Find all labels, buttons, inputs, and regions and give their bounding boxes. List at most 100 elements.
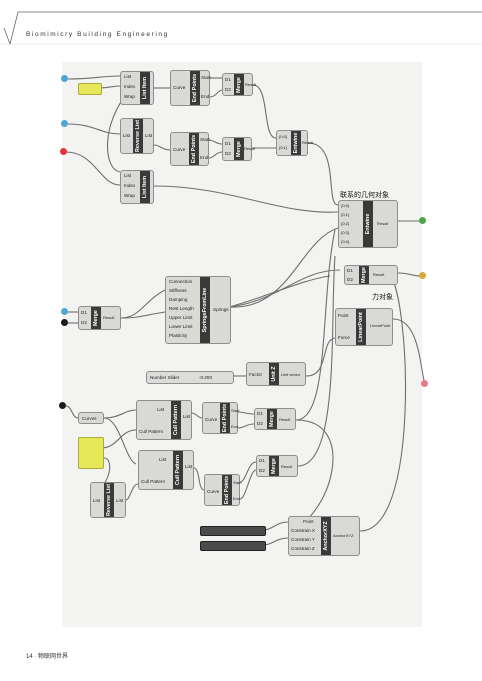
port-label: D2	[225, 151, 231, 156]
port-label: List	[116, 498, 124, 503]
component-title-bar: Reverse List	[104, 483, 114, 517]
port-label: Start	[201, 75, 211, 80]
port-label: Unit vector	[281, 372, 301, 377]
port-label: D1	[347, 268, 353, 273]
port-label: Lower Limit	[169, 324, 193, 329]
red-input-dot[interactable]	[60, 148, 67, 155]
linear-point-component[interactable]: Point Force LinearPoint LinearPoint	[335, 308, 393, 346]
component-title: End Points	[191, 134, 197, 164]
entwine-component[interactable]: {0;0} {0;1} {0;2} {0;3} {0;4} Entwine Re…	[338, 200, 398, 248]
port-label: Springs	[213, 307, 229, 312]
component-title: LinearPoint	[358, 312, 364, 342]
blue-input-dot[interactable]	[61, 75, 68, 82]
port-label: Start	[233, 480, 242, 485]
port-label: Index	[124, 84, 136, 89]
yellow-panel[interactable]	[78, 437, 104, 469]
port-label: Plasticity	[169, 333, 188, 338]
component-title: List Item	[142, 175, 148, 199]
boolean-toggle-y[interactable]	[200, 541, 266, 551]
port-label: {0;1}	[279, 145, 288, 150]
port-label: D1	[225, 141, 231, 146]
black-input-dot[interactable]	[59, 402, 66, 409]
springs-component[interactable]: Connection Stiffness Damping Rest Length…	[165, 276, 231, 344]
port-label: {0;2}	[341, 221, 350, 226]
boolean-toggle-x[interactable]	[200, 526, 266, 536]
merge-component[interactable]: D1 D2 Merge Result	[254, 408, 296, 430]
reverse-list-component[interactable]: List Reverse List List	[90, 482, 126, 518]
gold-output-dot[interactable]	[419, 272, 426, 279]
port-label: End	[231, 424, 239, 429]
port-label: D1	[259, 458, 265, 463]
port-label: Result	[281, 464, 293, 469]
port-label: Result	[103, 315, 115, 320]
end-points-component[interactable]: Curve End Points Start End	[204, 474, 242, 506]
port-label: List	[145, 133, 153, 138]
blue-input-dot[interactable]	[61, 120, 68, 127]
port-label: List	[183, 414, 191, 419]
port-label: D2	[81, 320, 87, 325]
merge-component[interactable]: D1 D2 Merge Result	[222, 137, 255, 161]
yellow-panel[interactable]	[78, 83, 102, 95]
component-title-bar: End Points	[189, 133, 199, 165]
header-title: Biomimicry Building Engineering	[26, 31, 169, 38]
port-label: Rest Length	[169, 306, 194, 311]
component-title: AnchorXYZ	[323, 521, 329, 551]
blue-input-dot[interactable]	[61, 308, 68, 315]
port-label: Point	[303, 519, 314, 524]
port-label: Stiffness	[169, 288, 187, 293]
annotation-force: 力对象	[372, 293, 393, 301]
port-label: Point	[338, 313, 349, 318]
anchor-xyz-component[interactable]: Point Constrain X Constrain Y Constrain …	[288, 516, 360, 556]
list-item-component[interactable]: List Index Wrap List Item	[120, 71, 154, 105]
green-output-dot[interactable]	[419, 217, 426, 224]
port-label: Result	[377, 221, 389, 226]
component-title-bar: End Points	[222, 475, 232, 505]
component-title-bar: Reverse List	[133, 119, 143, 153]
port-label: Wrap	[124, 94, 135, 99]
component-title: Merge	[361, 267, 367, 283]
reverse-list-component[interactable]: List Reverse List List	[120, 118, 154, 154]
component-title: Cull Pattern	[173, 404, 179, 436]
merge-component[interactable]: D1 D2 Merge Result	[222, 73, 256, 96]
component-title-bar: Entwine	[291, 131, 301, 155]
port-label: Constrain Y	[291, 537, 315, 542]
black-input-dot[interactable]	[61, 319, 68, 326]
cull-pattern-component[interactable]: List Cull Pattern Cull Pattern List	[138, 450, 194, 490]
component-title-bar: List Item	[140, 171, 150, 203]
end-points-component[interactable]: Curve End Points Start End	[170, 70, 211, 106]
pink-output-dot[interactable]	[421, 380, 428, 387]
merge-component[interactable]: D1 D2 Merge Result	[344, 265, 398, 285]
merge-component[interactable]: D1 D2 Merge Result	[256, 455, 298, 477]
port-label: D2	[225, 87, 231, 92]
merge-component[interactable]: D1 D2 Merge Result	[78, 306, 121, 330]
list-item-component[interactable]: List Index Wrap List Item	[120, 170, 154, 204]
number-slider[interactable]: Number Slider -0.200	[146, 371, 234, 384]
annotation-geometry: 联系的几何对象	[340, 191, 389, 199]
port-label: D1	[225, 77, 231, 82]
component-title-bar: Merge	[269, 456, 279, 476]
component-title-bar: End Points	[220, 403, 230, 433]
port-label: Curve	[205, 417, 218, 422]
component-title-bar: AnchorXYZ	[321, 517, 331, 555]
component-title-bar: LinearPoint	[356, 309, 366, 345]
component-title-bar: SpringsFromLine	[200, 277, 210, 343]
component-title-bar: Merge	[91, 307, 101, 329]
component-title: Entwine	[293, 132, 299, 154]
header-logo-icon	[0, 11, 482, 46]
port-label: List	[124, 173, 132, 178]
component-title-bar: Merge	[234, 138, 244, 160]
entwine-component[interactable]: {0;0} {0;1} Entwine Result	[276, 130, 313, 156]
curve-param-component[interactable]: Curves	[78, 412, 104, 424]
component-title: Cull Pattern	[175, 454, 181, 486]
port-label: Wrap	[124, 193, 135, 198]
end-points-component[interactable]: Curve End Points Start End	[170, 132, 210, 166]
port-label: Constrain X	[291, 528, 316, 533]
port-label: D2	[347, 277, 353, 282]
component-title-bar: Cull Pattern	[171, 401, 181, 439]
cull-pattern-component[interactable]: List Cull Pattern Cull Pattern List	[136, 400, 192, 440]
unit-z-component[interactable]: Factor Unit Z Unit vector	[246, 362, 306, 386]
port-label: End	[233, 496, 241, 501]
port-label: End	[201, 94, 210, 99]
end-points-component[interactable]: Curve End Points Start End	[202, 402, 239, 434]
component-title: List Item	[142, 76, 148, 100]
